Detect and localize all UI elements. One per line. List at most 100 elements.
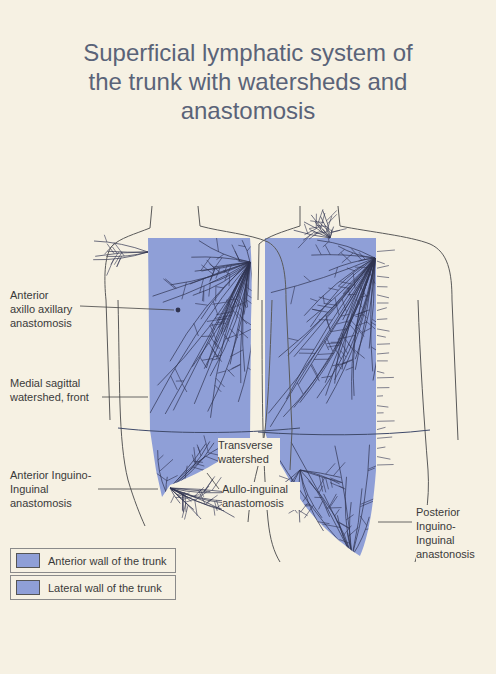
lymph-vessel bbox=[182, 503, 186, 518]
lymph-vessel bbox=[153, 471, 167, 481]
lymph-vessel bbox=[166, 457, 205, 492]
lymph-vessel bbox=[242, 240, 250, 262]
lymph-vessel bbox=[299, 353, 315, 354]
lymph-vessel bbox=[371, 347, 385, 356]
lymph-vessel bbox=[326, 478, 329, 489]
leader-line bbox=[378, 522, 412, 523]
lymph-vessel bbox=[316, 245, 322, 255]
lymph-vessel bbox=[377, 295, 389, 298]
lymph-vessel bbox=[365, 320, 375, 329]
leader-line bbox=[207, 473, 219, 489]
callout-label: Aullo-inguinal anastomosis bbox=[222, 482, 300, 510]
lymph-vessel bbox=[113, 247, 118, 253]
lymph-vessel bbox=[304, 224, 308, 234]
lymph-vessel bbox=[332, 229, 347, 233]
lymph-vessel bbox=[160, 459, 174, 471]
lymph-vessel bbox=[377, 371, 384, 373]
lymph-vessel bbox=[339, 486, 346, 489]
lymph-vessel bbox=[226, 299, 234, 300]
lymph-vessel bbox=[215, 286, 216, 302]
legend-row: Anterior wall of the trunk bbox=[10, 548, 176, 573]
watershed-line bbox=[118, 428, 430, 435]
lymph-vessel bbox=[318, 545, 333, 554]
lymph-vessel bbox=[352, 488, 362, 556]
lymph-vessel bbox=[201, 257, 211, 271]
lymph-vessel bbox=[268, 258, 375, 413]
lymph-vessel bbox=[347, 268, 356, 271]
lymph-vessel bbox=[183, 494, 184, 513]
lymph-vessel bbox=[166, 443, 214, 492]
lymph-vessel bbox=[319, 319, 332, 320]
lymph-vessel bbox=[310, 230, 331, 239]
lymph-vessel bbox=[215, 385, 222, 392]
lymph-vessel bbox=[217, 254, 224, 260]
lymph-vessel bbox=[182, 282, 187, 299]
lymph-vessel bbox=[153, 262, 250, 296]
lymph-vessel bbox=[329, 494, 336, 507]
lymph-vessel bbox=[377, 420, 395, 421]
lymph-vessel bbox=[312, 364, 318, 376]
legend-text: Anterior wall of the trunk bbox=[48, 554, 167, 568]
callout-label: Posterior Inguino-Inguinal anastonosis bbox=[416, 505, 482, 561]
lymph-vessel bbox=[377, 250, 395, 252]
leader-line bbox=[98, 489, 158, 490]
transverse-watershed bbox=[258, 430, 430, 435]
diagram-title: Superficial lymphatic system of the trun… bbox=[74, 38, 422, 125]
lymph-vessel bbox=[194, 262, 250, 404]
lymph-vessel bbox=[93, 252, 148, 260]
lymph-vessel bbox=[117, 258, 121, 267]
body-outline bbox=[105, 206, 458, 562]
lymph-vessel bbox=[377, 353, 389, 354]
lymph-vessel bbox=[310, 258, 375, 327]
lymph-vessel bbox=[330, 496, 337, 507]
lymph-vessel bbox=[341, 351, 346, 358]
lymph-vessel bbox=[309, 227, 320, 229]
lymph-vessel bbox=[318, 354, 334, 355]
callout-label: Transverse watershed bbox=[218, 438, 280, 466]
lymph-vessel bbox=[158, 262, 251, 385]
lymph-vessel bbox=[309, 233, 317, 239]
lymph-vessel bbox=[368, 468, 375, 471]
lymph-vessel bbox=[230, 328, 238, 338]
lymph-vessel bbox=[217, 322, 224, 323]
lymph-vessel bbox=[197, 445, 200, 453]
lymph-vessel bbox=[288, 338, 298, 340]
callout-label: Anterior axillo axillary anastomosis bbox=[10, 288, 76, 330]
lymph-vessel bbox=[223, 334, 229, 342]
lymph-vessel bbox=[300, 470, 341, 477]
lymph-vessel bbox=[304, 505, 313, 518]
lymph-vessel bbox=[298, 235, 311, 249]
lymph-vessel bbox=[379, 351, 394, 361]
lymph-vessel bbox=[246, 287, 261, 297]
lymph-vessel bbox=[304, 258, 375, 316]
lymph-vessel bbox=[377, 427, 386, 429]
lymph-vessel bbox=[202, 358, 213, 360]
lymph-vessel bbox=[348, 288, 351, 297]
lymph-vessel bbox=[318, 522, 330, 524]
lymph-vessel bbox=[372, 319, 378, 323]
lymph-vessel bbox=[163, 262, 250, 302]
lymph-vessel bbox=[247, 244, 253, 251]
lymph-vessel bbox=[326, 463, 336, 474]
lymph-vessel bbox=[323, 549, 352, 556]
lymph-vessel bbox=[352, 517, 369, 556]
lymph-vessel bbox=[300, 470, 342, 483]
lymph-vessel bbox=[325, 245, 330, 254]
lymph-vessel bbox=[377, 447, 385, 448]
lymph-vessel bbox=[223, 270, 230, 274]
lymph-vessel bbox=[311, 365, 320, 381]
lymph-vessel bbox=[158, 450, 166, 492]
lymph-vessel bbox=[300, 258, 375, 403]
lymph-vessel bbox=[238, 245, 245, 246]
lymph-vessel bbox=[314, 359, 329, 360]
lymph-vessel bbox=[340, 282, 351, 284]
lymph-vessel bbox=[335, 509, 340, 516]
lymph-vessel bbox=[94, 241, 148, 252]
lymph-vessel bbox=[326, 258, 375, 404]
lymph-vessel bbox=[286, 258, 375, 399]
lymph-vessel bbox=[328, 551, 339, 562]
lymph-vessel bbox=[310, 299, 317, 302]
lymph-vessel bbox=[283, 258, 375, 417]
lymph-vessel bbox=[321, 376, 331, 378]
lymph-vessel bbox=[342, 253, 353, 263]
